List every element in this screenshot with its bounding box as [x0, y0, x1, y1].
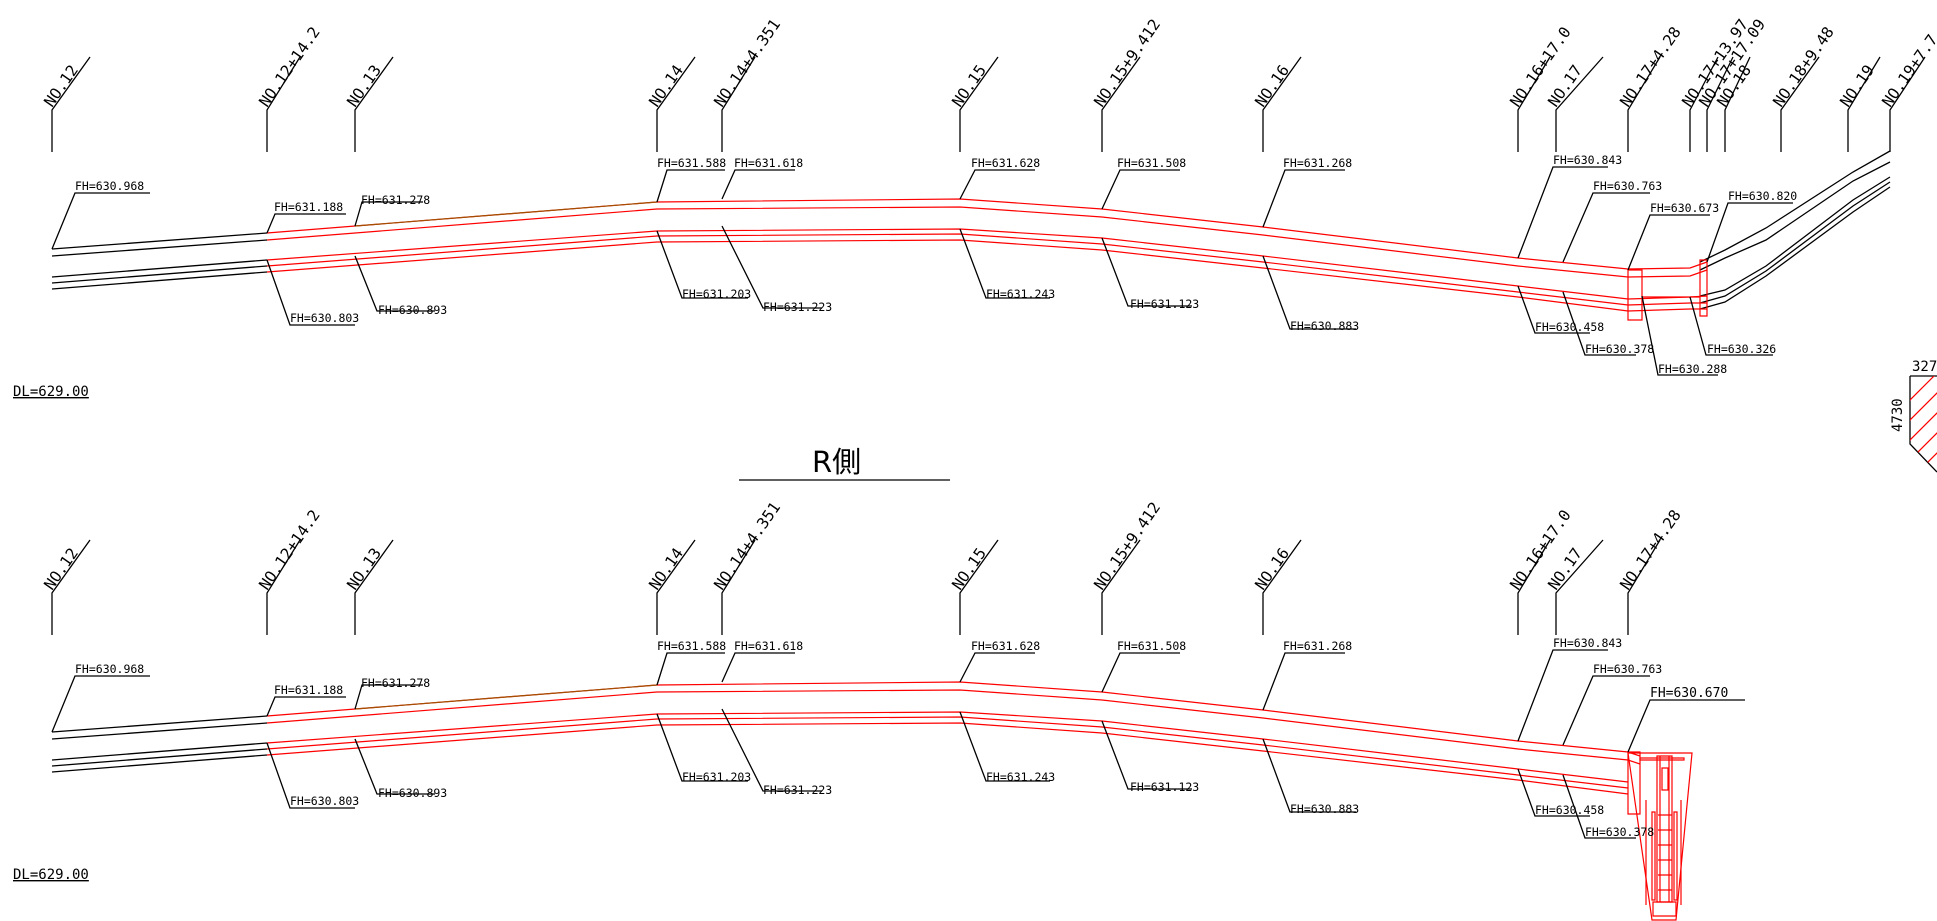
fh-label: FH=630.803 [290, 311, 359, 325]
fh-label: FH=630.893 [378, 303, 447, 317]
fh-label: FH=631.628 [971, 639, 1040, 653]
fh-label: FH=630.326 [1707, 342, 1776, 356]
station-label: NO.18+9.48 [1770, 24, 1838, 111]
station-label: NO.15 [949, 545, 991, 594]
cut-detail: 4730 327 [1890, 359, 1937, 473]
lower-station-labels: NO.12 NO.12+14.2 NO.13 NO.14 NO.14+4.351… [41, 499, 1685, 593]
fh-label: FH=631.243 [986, 287, 1055, 301]
station-label: NO.12+14.2 [256, 507, 324, 594]
upper-station-labels: NO.12 NO.12+14.2 NO.13 NO.14 NO.14+4.351… [41, 16, 1937, 110]
fh-label: FH=631.223 [763, 783, 832, 797]
lower-station-markers [51, 539, 1661, 635]
lower-black-profile [51, 715, 268, 773]
dimension-label: 4730 [1890, 398, 1906, 432]
fh-label: FH=631.508 [1117, 156, 1186, 170]
fh-label: FH=630.458 [1535, 803, 1604, 817]
datum-label: DL=629.00 [13, 867, 89, 883]
station-label: NO.14 [646, 62, 688, 111]
fh-label: FH=631.243 [986, 770, 1055, 784]
station-label: NO.12 [41, 62, 83, 111]
upper-profile: NO.12 NO.12+14.2 NO.13 NO.14 NO.14+4.351… [13, 16, 1937, 400]
fh-label: FH=631.618 [734, 156, 803, 170]
station-label: NO.15 [949, 62, 991, 111]
lower-top-fh-labels: FH=630.968 FH=631.188 FH=631.278 FH=631.… [75, 636, 1728, 701]
fh-label: FH=630.673 [1650, 201, 1719, 215]
station-label: NO.19+7.7 [1879, 31, 1937, 110]
fh-label: FH=631.508 [1117, 639, 1186, 653]
fh-label: FH=631.588 [657, 639, 726, 653]
fh-label: FH=631.188 [274, 200, 343, 214]
station-label: NO.14+4.351 [711, 499, 785, 593]
fh-label: FH=631.268 [1283, 639, 1352, 653]
fh-label: FH=631.123 [1130, 297, 1199, 311]
overlap-segment [354, 684, 658, 710]
station-label: NO.12 [41, 545, 83, 594]
fh-label: FH=630.968 [75, 179, 144, 193]
station-label: NO.17 [1545, 545, 1587, 594]
abutment-structure [1627, 752, 1693, 921]
fh-label: FH=631.618 [734, 639, 803, 653]
station-label: NO.15+9.412 [1091, 499, 1165, 593]
fh-label: FH=630.803 [290, 794, 359, 808]
lower-profile: NO.12 NO.12+14.2 NO.13 NO.14 NO.14+4.351… [13, 499, 1745, 921]
fh-label: FH=631.203 [682, 287, 751, 301]
upper-red-profile [266, 198, 1708, 321]
station-label: NO.14 [646, 545, 688, 594]
fh-label: FH=630.670 [1650, 686, 1728, 701]
lower-bottom-fh-labels: FH=630.803 FH=630.893 FH=631.203 FH=631.… [290, 770, 1654, 839]
fh-label: FH=631.628 [971, 156, 1040, 170]
station-label: NO.13 [344, 62, 386, 111]
fh-label: FH=631.188 [274, 683, 343, 697]
page-title: R側 [812, 445, 861, 479]
station-label: NO.13 [344, 545, 386, 594]
fh-label: FH=630.378 [1585, 825, 1654, 839]
fh-label: FH=630.843 [1553, 636, 1622, 650]
fh-label: FH=631.278 [361, 193, 430, 207]
station-label: NO.17+4.28 [1617, 24, 1685, 111]
station-label: NO.12+14.2 [256, 24, 324, 111]
fh-label: FH=630.458 [1535, 320, 1604, 334]
fh-label: FH=630.843 [1553, 153, 1622, 167]
fh-label: FH=630.883 [1290, 802, 1359, 816]
dimension-label: 327 [1912, 359, 1937, 375]
station-label: NO.15+9.412 [1091, 16, 1165, 110]
station-label: NO.17 [1545, 62, 1587, 111]
upper-black-profile [51, 150, 1891, 310]
lower-top-fh-leaders [51, 649, 1745, 753]
fh-label: FH=630.820 [1728, 189, 1797, 203]
fh-label: FH=631.223 [763, 300, 832, 314]
fh-label: FH=630.883 [1290, 319, 1359, 333]
fh-label: FH=631.123 [1130, 780, 1199, 794]
overlap-segment [354, 201, 658, 227]
upper-bottom-fh-labels: FH=630.803 FH=630.893 FH=631.203 FH=631.… [290, 287, 1776, 376]
station-label: NO.19 [1837, 62, 1879, 111]
fh-label: FH=630.893 [378, 786, 447, 800]
datum-label: DL=629.00 [13, 384, 89, 400]
lower-bottom-fh-leaders [266, 708, 1636, 839]
fh-label: FH=630.378 [1585, 342, 1654, 356]
fh-label: FH=630.288 [1658, 362, 1727, 376]
station-label: NO.16 [1252, 545, 1294, 594]
upper-station-markers [51, 56, 1926, 152]
fh-label: FH=630.968 [75, 662, 144, 676]
fh-label: FH=631.278 [361, 676, 430, 690]
station-label: NO.16 [1252, 62, 1294, 111]
station-label: NO.17+4.28 [1617, 507, 1685, 594]
lower-red-profile [266, 681, 1641, 815]
station-label: NO.14+4.351 [711, 16, 785, 110]
fh-label: FH=631.203 [682, 770, 751, 784]
upper-top-fh-leaders [51, 166, 1793, 271]
fh-label: FH=630.763 [1593, 662, 1662, 676]
fh-label: FH=631.588 [657, 156, 726, 170]
fh-label: FH=630.763 [1593, 179, 1662, 193]
section-title: R側 [739, 445, 950, 481]
fh-label: FH=631.268 [1283, 156, 1352, 170]
upper-top-fh-labels: FH=630.968 FH=631.188 FH=631.278 FH=631.… [75, 153, 1797, 215]
upper-bottom-fh-leaders [266, 225, 1773, 376]
